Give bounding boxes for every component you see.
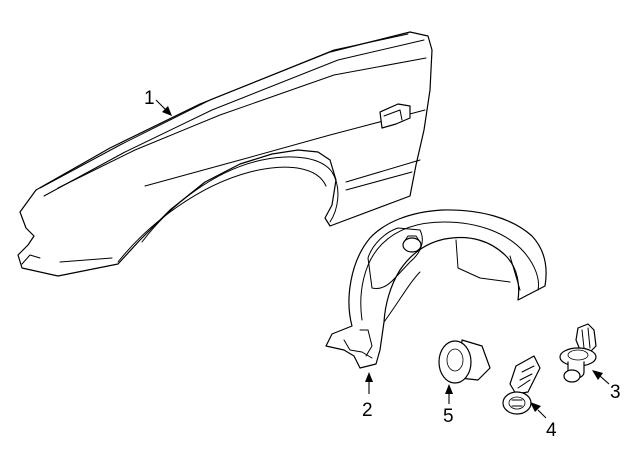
callout-label-1: 1 (144, 88, 155, 109)
push-clip (559, 323, 597, 383)
callout-label-2: 2 (362, 400, 373, 421)
fender-liner (325, 209, 547, 369)
grommet-nut (438, 339, 491, 384)
callout-label-3: 3 (610, 382, 621, 403)
callout-4: 4 (530, 402, 557, 441)
fender (17, 31, 433, 277)
callout-5: 5 (443, 384, 454, 427)
callout-label-4: 4 (546, 420, 557, 441)
callout-3: 3 (592, 370, 621, 403)
callout-2: 2 (362, 372, 373, 421)
callout-label-5: 5 (443, 406, 454, 427)
callout-1: 1 (144, 88, 172, 116)
